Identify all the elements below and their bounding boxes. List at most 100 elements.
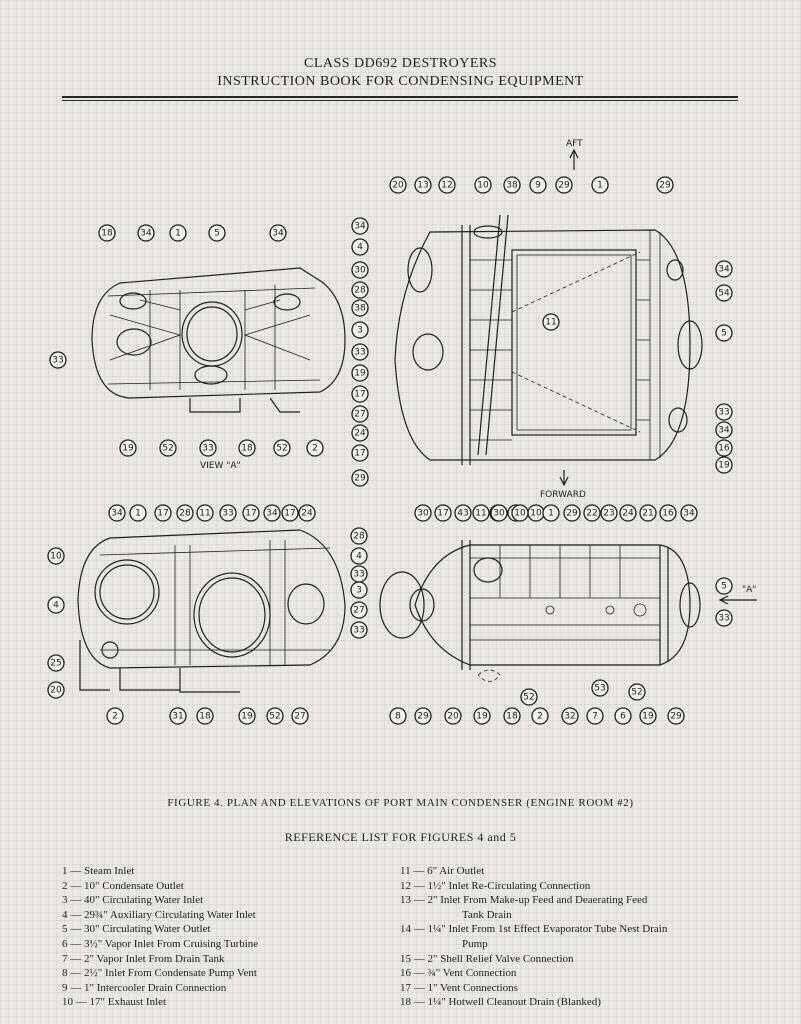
view-a-drawing xyxy=(91,267,346,413)
callout-number: 7 xyxy=(592,712,598,722)
callout-view-a: 52 xyxy=(273,439,291,457)
callout-number: 17 xyxy=(354,390,365,400)
callout-circle xyxy=(106,707,124,725)
reference-item: 6 — 3½" Vapor Inlet From Cruising Turbin… xyxy=(62,937,259,950)
callout-side-elev: 22 xyxy=(583,504,601,522)
callout-circle xyxy=(389,176,407,194)
forward-label: FORWARD xyxy=(540,490,586,500)
callout-plan: 54 xyxy=(715,284,733,302)
callout-circle xyxy=(438,176,456,194)
callout-number: 18 xyxy=(506,712,518,722)
callout-number: 9 xyxy=(535,181,541,191)
callout-number: 30 xyxy=(493,509,505,519)
view-a-arrow-label: "A" xyxy=(742,585,756,595)
callout-circle xyxy=(238,707,256,725)
callout-number: 20 xyxy=(50,686,62,696)
callout-plan: 34 xyxy=(351,217,369,235)
header-rule xyxy=(62,96,738,98)
callout-side-elev: 32 xyxy=(561,707,579,725)
callout-number: 19 xyxy=(642,712,654,722)
callout-end-elev: 31 xyxy=(169,707,187,725)
callout-circle xyxy=(47,547,65,565)
callout-circle xyxy=(263,504,281,522)
callout-plan: 11 xyxy=(542,313,560,331)
callout-number: 19 xyxy=(476,712,488,722)
callout-circle xyxy=(619,504,637,522)
callout-circle xyxy=(473,707,491,725)
callout-circle xyxy=(98,224,116,242)
callout-plan: 27 xyxy=(351,405,369,423)
callout-circle xyxy=(586,707,604,725)
callout-plan: 33 xyxy=(715,403,733,421)
callout-circle xyxy=(350,581,368,599)
callout-circle xyxy=(656,176,674,194)
reference-item: 15 — 2" Shell Relief Valve Connection xyxy=(400,952,574,965)
callout-number: 33 xyxy=(52,356,63,366)
callout-circle xyxy=(414,504,432,522)
callout-plan: 33 xyxy=(351,343,369,361)
header-rule-thin xyxy=(62,100,738,101)
callout-number: 20 xyxy=(447,712,459,722)
reference-list-title: REFERENCE LIST FOR FIGURES 4 and 5 xyxy=(284,830,517,844)
callout-side-elev: 52 xyxy=(628,683,646,701)
callout-plan: 29 xyxy=(555,176,573,194)
callout-number: 10 xyxy=(50,552,62,562)
reference-item: 12 — 1½" Inlet Re-Circulating Connection xyxy=(400,879,591,892)
callout-number: 11 xyxy=(545,318,556,328)
callout-circle xyxy=(715,439,733,457)
callout-number: 34 xyxy=(718,265,730,275)
reference-item: 3 — 40" Circulating Water Inlet xyxy=(62,894,204,907)
aft-label: AFT xyxy=(566,139,583,149)
callout-circle xyxy=(196,707,214,725)
callout-circle xyxy=(108,504,126,522)
callout-number: 5 xyxy=(721,582,727,592)
side-elevation-drawing xyxy=(379,540,757,682)
callout-circle xyxy=(199,439,217,457)
callout-circle xyxy=(715,456,733,474)
callout-number: 52 xyxy=(276,444,287,454)
callout-side-elev: 27 xyxy=(350,601,368,619)
callout-end-elev: 25 xyxy=(47,654,65,672)
callout-plan: 38 xyxy=(351,299,369,317)
reference-item: 18 — 1¼" Hotwell Cleanout Drain (Blanked… xyxy=(400,996,601,1009)
callout-view-a: 5 xyxy=(208,224,226,242)
callout-circle xyxy=(350,621,368,639)
callout-circle xyxy=(137,224,155,242)
callout-number: 4 xyxy=(53,601,59,611)
callout-number: 16 xyxy=(718,444,730,454)
callout-number: 22 xyxy=(586,509,597,519)
callout-side-elev: 24 xyxy=(619,504,637,522)
callout-number: 29 xyxy=(566,509,578,519)
callout-end-elev: 17 xyxy=(154,504,172,522)
callout-plan: 10 xyxy=(474,176,492,194)
callout-plan: 13 xyxy=(414,176,432,194)
callout-end-elev: 4 xyxy=(47,596,65,614)
callout-view-a: 33 xyxy=(199,439,217,457)
callout-circle xyxy=(639,707,657,725)
callout-number: 33 xyxy=(718,408,729,418)
end-elevation-drawing xyxy=(77,529,346,693)
reference-list-right: 11 — 6" Air Outlet 12 — 1½" Inlet Re-Cir… xyxy=(400,864,740,1010)
callout-number: 19 xyxy=(718,461,730,471)
callout-circle xyxy=(583,504,601,522)
callout-number: 1 xyxy=(175,229,181,239)
callout-plan: 19 xyxy=(351,364,369,382)
callout-number: 52 xyxy=(631,688,642,698)
callout-plan: 17 xyxy=(351,385,369,403)
callout-circle xyxy=(503,176,521,194)
callout-side-elev: 8 xyxy=(389,707,407,725)
callout-view-a: 33 xyxy=(49,351,67,369)
callout-side-elev: 34 xyxy=(680,504,698,522)
callout-plan: 34 xyxy=(715,421,733,439)
callout-plan: 29 xyxy=(656,176,674,194)
callout-number: 54 xyxy=(718,289,730,299)
callout-circle xyxy=(503,707,521,725)
callout-side-elev: 29 xyxy=(563,504,581,522)
callout-circle xyxy=(591,176,609,194)
callout-circle xyxy=(49,351,67,369)
callout-view-a: 52 xyxy=(159,439,177,457)
callout-number: 29 xyxy=(558,181,570,191)
callout-plan: 30 xyxy=(351,261,369,279)
callout-circle xyxy=(715,324,733,342)
callout-circle xyxy=(542,504,560,522)
